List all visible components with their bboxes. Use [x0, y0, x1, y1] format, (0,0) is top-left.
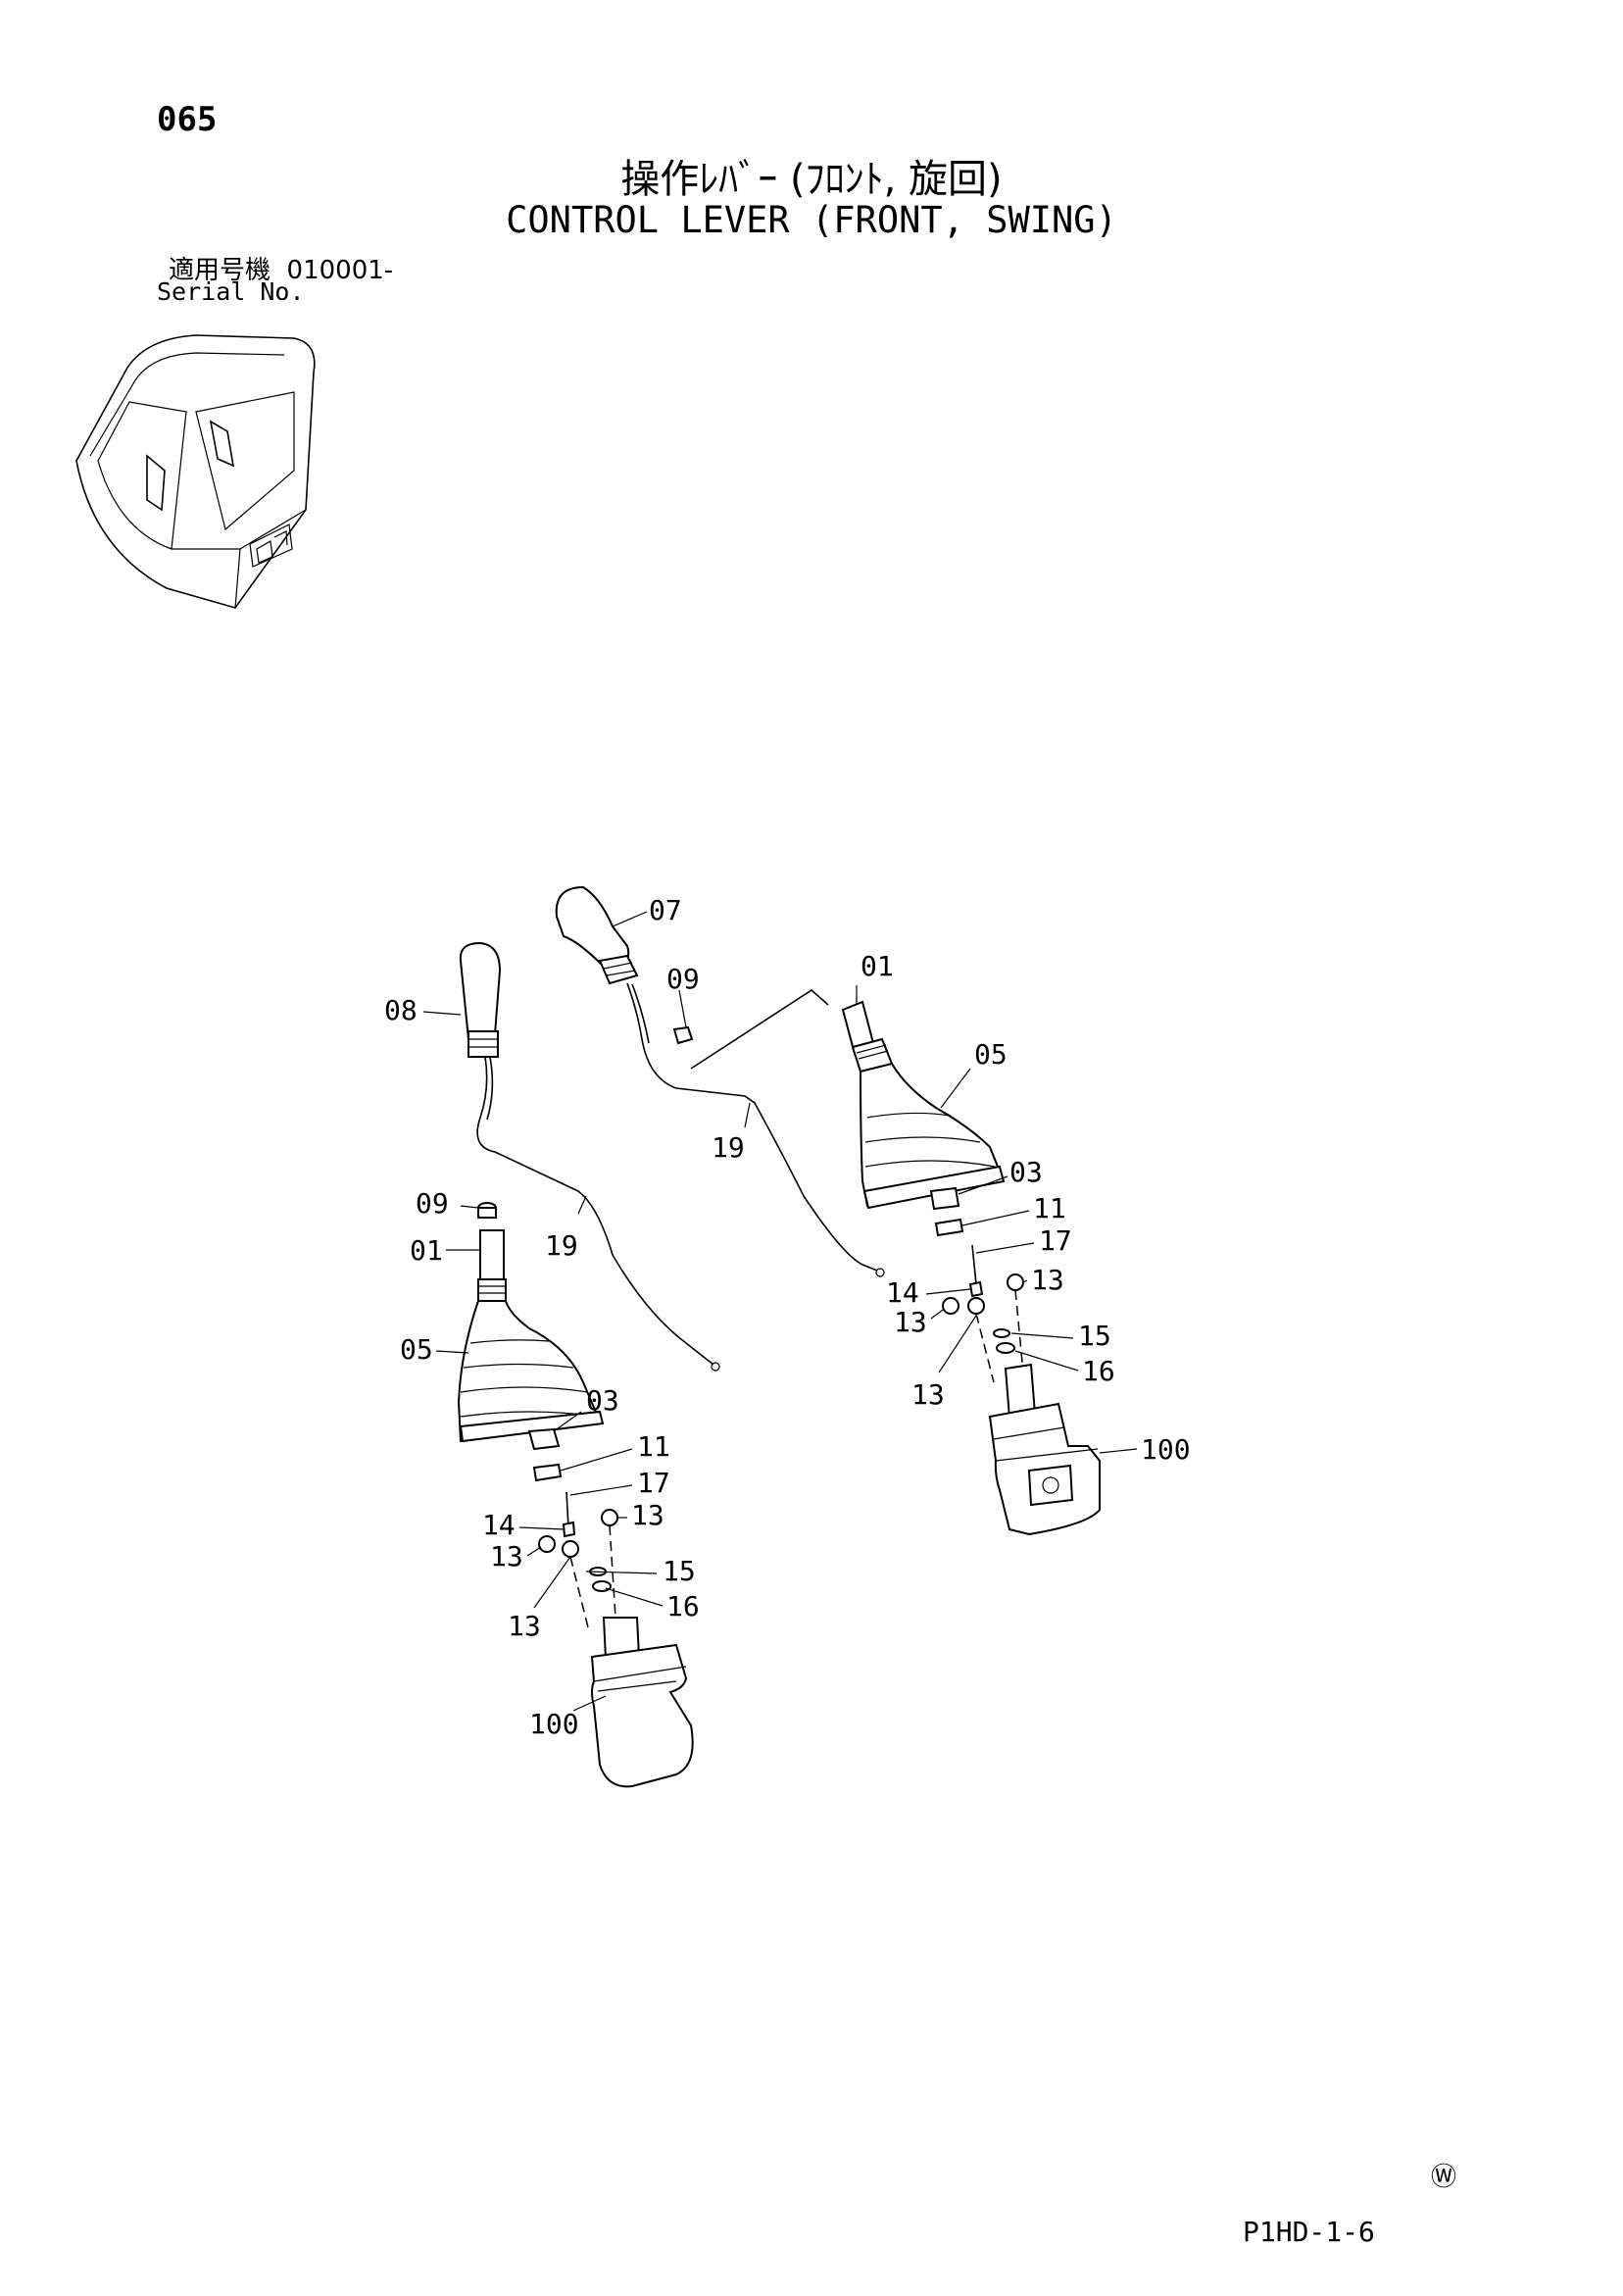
- serial-label-japanese: 適用号機: [169, 256, 271, 285]
- label-left-01: 01: [410, 1234, 443, 1267]
- label-right-13c: 13: [911, 1378, 945, 1411]
- label-right-05: 05: [974, 1038, 1008, 1071]
- label-right-100: 100: [1141, 1433, 1191, 1466]
- label-left-11: 11: [637, 1430, 670, 1463]
- right-seal-16: [996, 1342, 1015, 1354]
- left-washer-11: [532, 1463, 563, 1482]
- left-bolt-13c: [562, 1540, 579, 1558]
- serial-value: 010001-: [286, 256, 394, 285]
- label-left-17: 17: [637, 1467, 670, 1499]
- label-left-09: 09: [416, 1187, 449, 1220]
- left-valve-100: [590, 1643, 694, 1788]
- left-lever-assembly: [457, 941, 720, 1788]
- left-bolt-14: [562, 1521, 576, 1538]
- label-left-19: 19: [545, 1229, 578, 1262]
- label-left-100: 100: [529, 1708, 579, 1740]
- left-lever-labels: 08 09 01 19 05 03 11 17 14 13 13 15 16 1…: [384, 994, 700, 1740]
- label-right-09: 09: [666, 963, 700, 995]
- left-grip: [459, 941, 502, 1043]
- right-lever-labels: 07 09 01 05 19 03 11 17 14 13 13 13 15 1…: [649, 894, 1191, 1466]
- label-right-11: 11: [1033, 1192, 1066, 1224]
- right-harness-19: [626, 982, 878, 1272]
- label-left-08: 08: [384, 994, 418, 1026]
- left-bolt-13a: [601, 1509, 618, 1526]
- label-right-17: 17: [1039, 1224, 1072, 1257]
- title-japanese: 操作ﾚﾊﾞｰ (ﾌﾛﾝﾄ, 旋回): [620, 157, 1003, 202]
- right-washer-11: [934, 1218, 964, 1237]
- label-right-19: 19: [712, 1131, 745, 1164]
- right-bolt-14: [968, 1280, 984, 1298]
- label-right-14: 14: [886, 1276, 919, 1309]
- label-left-05: 05: [400, 1333, 433, 1366]
- page-number: 065: [157, 100, 218, 139]
- right-lever-assembly: [555, 885, 1101, 1536]
- left-shaft-01: [479, 1229, 505, 1280]
- label-right-01: 01: [861, 950, 894, 982]
- right-pin-17: [971, 1244, 977, 1285]
- serial-line-japanese: 適用号機 010001-: [169, 250, 393, 286]
- left-bolt-13b: [538, 1535, 556, 1553]
- cab-thumbnail: [75, 334, 316, 609]
- right-nut-09: [672, 1025, 694, 1045]
- label-left-03: 03: [586, 1384, 619, 1417]
- label-left-13b: 13: [490, 1540, 523, 1572]
- w-circle-mark: Ⓦ: [1431, 2163, 1457, 2192]
- label-right-13a: 13: [1031, 1264, 1064, 1296]
- label-right-16: 16: [1082, 1355, 1115, 1387]
- left-seal-16: [592, 1580, 612, 1592]
- label-left-14: 14: [482, 1509, 516, 1541]
- right-boot-05: [859, 1062, 1002, 1208]
- right-bolt-13b: [942, 1297, 959, 1315]
- right-bolt-13c: [967, 1297, 985, 1315]
- left-nut-03: [527, 1427, 561, 1451]
- label-right-07: 07: [649, 894, 682, 926]
- label-right-15: 15: [1078, 1320, 1111, 1352]
- leader-lines: [422, 911, 1138, 1712]
- left-pin-17: [566, 1491, 569, 1528]
- label-left-13c: 13: [508, 1610, 541, 1642]
- label-left-13a: 13: [631, 1499, 664, 1531]
- label-left-16: 16: [666, 1590, 700, 1622]
- label-right-03: 03: [1009, 1156, 1043, 1188]
- label-right-13b: 13: [894, 1306, 927, 1338]
- footer-code: P1HD-1-6: [1243, 2216, 1375, 2248]
- left-grip-ring: [467, 1030, 499, 1058]
- right-spring-15: [993, 1328, 1010, 1338]
- left-harness-19: [476, 1056, 714, 1366]
- right-nut-03: [929, 1186, 960, 1211]
- title-english: CONTROL LEVER (FRONT, SWING): [506, 199, 1117, 241]
- right-bolt-13a: [1007, 1273, 1024, 1291]
- label-left-15: 15: [663, 1555, 696, 1587]
- serial-label-english: Serial No.: [157, 277, 305, 306]
- right-grip: [555, 885, 630, 967]
